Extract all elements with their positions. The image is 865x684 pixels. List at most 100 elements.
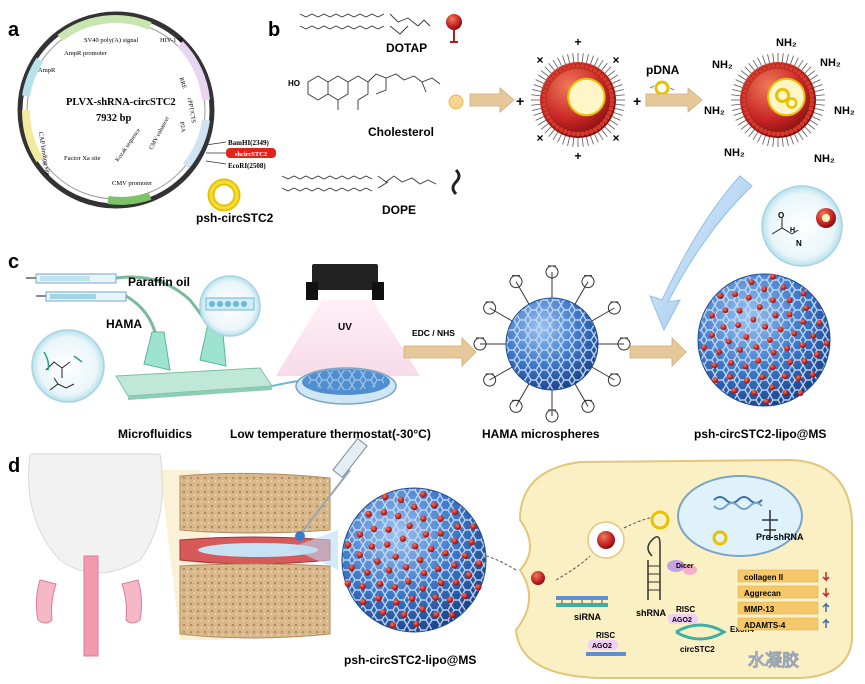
nh2-bottom-left: NH₂ [724, 147, 745, 159]
uv-label: UV [338, 322, 352, 333]
restriction-site-bamhi: BamHI(2349) [228, 139, 270, 147]
feature-rre: RRE [177, 77, 187, 90]
circstc2-label: circSTC2 [680, 645, 715, 654]
panel-label-c: c [8, 251, 19, 273]
paraffin-label: Paraffin oil [128, 275, 190, 289]
edc-nhs-label: EDC / NHS [412, 328, 455, 338]
product-label-c: psh-circSTC2-lipo@MS [694, 427, 826, 441]
uv-lamp [276, 264, 420, 376]
pdna-icon [649, 80, 675, 96]
microspheres-label: HAMA microspheres [482, 427, 600, 441]
plasmid-ring-label: psh-circSTC2 [196, 211, 274, 225]
shrna-hairpin [647, 536, 697, 600]
plasmid-ring-icon [207, 178, 241, 212]
hama-label: HAMA [106, 317, 142, 331]
nh2-bottom-right: NH₂ [814, 153, 835, 165]
lipid-label-dotap: DOTAP [386, 41, 427, 55]
panel-c: c Paraffin oil HAMA [8, 251, 831, 441]
risc-label-1: RISC [596, 631, 615, 640]
microfluidic-zoom-bubble [199, 275, 261, 337]
pdna-loaded-liposome [731, 53, 825, 147]
ago2-label-1: AGO2 [592, 643, 612, 650]
marker-1: Aggrecan [744, 589, 781, 598]
shrna-label: shRNA [636, 608, 667, 618]
feature-ampr-promoter: AmpR promoter [64, 50, 108, 57]
plasmid-size: 7932 bp [96, 113, 131, 124]
nh2-top: NH₂ [776, 37, 797, 49]
nh2-top-left: NH₂ [712, 59, 733, 71]
ago2-label-2: AGO2 [672, 617, 692, 624]
loaded-microsphere-injected [341, 487, 487, 633]
svg-text:+: + [574, 149, 581, 163]
dope-structure [281, 175, 437, 192]
plus-right: + [633, 93, 641, 109]
intervertebral-disc [179, 472, 338, 639]
cholesterol-oh: HO [288, 79, 300, 88]
panel-b: b DOTAP HO Cholesterol [268, 13, 855, 332]
restriction-site-ecori: EcoRI(2508) [228, 162, 266, 170]
thermostat-label: Low temperature thermostat(-30°C) [230, 427, 431, 441]
marker-2: MMP-13 [744, 605, 775, 614]
product-label-d: psh-circSTC2-lipo@MS [344, 653, 476, 667]
watermark-text: 水凝胶 [748, 650, 799, 670]
arrow-c1 [403, 337, 477, 367]
arrow-b1 [469, 87, 515, 113]
cholesterol-structure [307, 73, 441, 110]
dicer-label: Dicer [676, 563, 694, 570]
cholesterol-icon [448, 94, 464, 110]
microfluidics-label: Microfluidics [118, 427, 192, 441]
svg-text:×: × [536, 131, 543, 145]
feature-p2a: P2A [178, 121, 186, 133]
panel-d: d psh-circSTC2-lipo@MS [8, 437, 853, 679]
dope-icon [451, 168, 461, 196]
risc-complex-1 [586, 640, 626, 656]
nh2-top-right: NH₂ [820, 57, 841, 69]
feature-ampr: AmpR [38, 67, 56, 74]
cell-nucleus [677, 475, 803, 557]
svg-text:×: × [612, 131, 619, 145]
plus-left: + [516, 93, 524, 109]
hama-molecule-bubble [31, 329, 105, 403]
arrow-b2 [645, 87, 703, 113]
feature-factor-xa: Factor Xa site [64, 155, 101, 162]
amide-bond-bubble: O N H [761, 185, 843, 267]
hama-microsphere [473, 265, 631, 423]
panel-a: a SV40 poly(A) signal AmpR promoter AmpR… [8, 11, 276, 225]
svg-text:×: × [536, 53, 543, 67]
microfluidic-chip [115, 323, 273, 400]
marker-0: collagen II [744, 573, 783, 582]
arrow-c2 [629, 337, 687, 367]
amide-h: H [790, 227, 795, 234]
cationic-liposome: +××××+ [531, 35, 625, 163]
risc-label-2: RISC [676, 605, 695, 614]
risc-complex-2 [668, 614, 727, 641]
arrow-conjugation [649, 175, 753, 332]
plasmid-name: PLVX-shRNA-circSTC2 [66, 97, 176, 108]
insert-badge [226, 148, 276, 158]
lipid-label-cholesterol: Cholesterol [368, 125, 434, 139]
marker-3: ADAMTS-4 [744, 621, 786, 630]
feature-cmv-promoter: CMV promoter [112, 180, 153, 187]
pdna-label: pDNA [646, 63, 680, 77]
feature-cmv-enhancer: CMV enhancer [148, 116, 171, 151]
loaded-microsphere [697, 273, 831, 407]
feature-cppt: cPPT/CTS [186, 97, 196, 123]
panel-label-b: b [268, 19, 280, 41]
dotap-structure [299, 13, 431, 35]
dotap-head-icon [446, 14, 462, 43]
amide-o: O [778, 211, 784, 220]
marker-list [737, 569, 830, 631]
feature-hiv: HIV-1 Ψ [160, 37, 183, 44]
pre-shrna-label: Pre-shRNA [756, 532, 804, 542]
sirna-duplex [556, 596, 608, 607]
panel-label-d: d [8, 455, 20, 477]
amide-n: N [796, 239, 802, 248]
feature-sv40: SV40 poly(A) signal [84, 37, 138, 44]
plasmid-map: SV40 poly(A) signal AmpR promoter AmpR H… [17, 11, 276, 209]
thermostat-dish [295, 367, 397, 405]
nh2-left: NH₂ [704, 105, 725, 117]
lipid-label-dope: DOPE [382, 203, 416, 217]
feature-kozak: Kozak sequence [115, 127, 143, 163]
svg-text:+: + [574, 35, 581, 49]
